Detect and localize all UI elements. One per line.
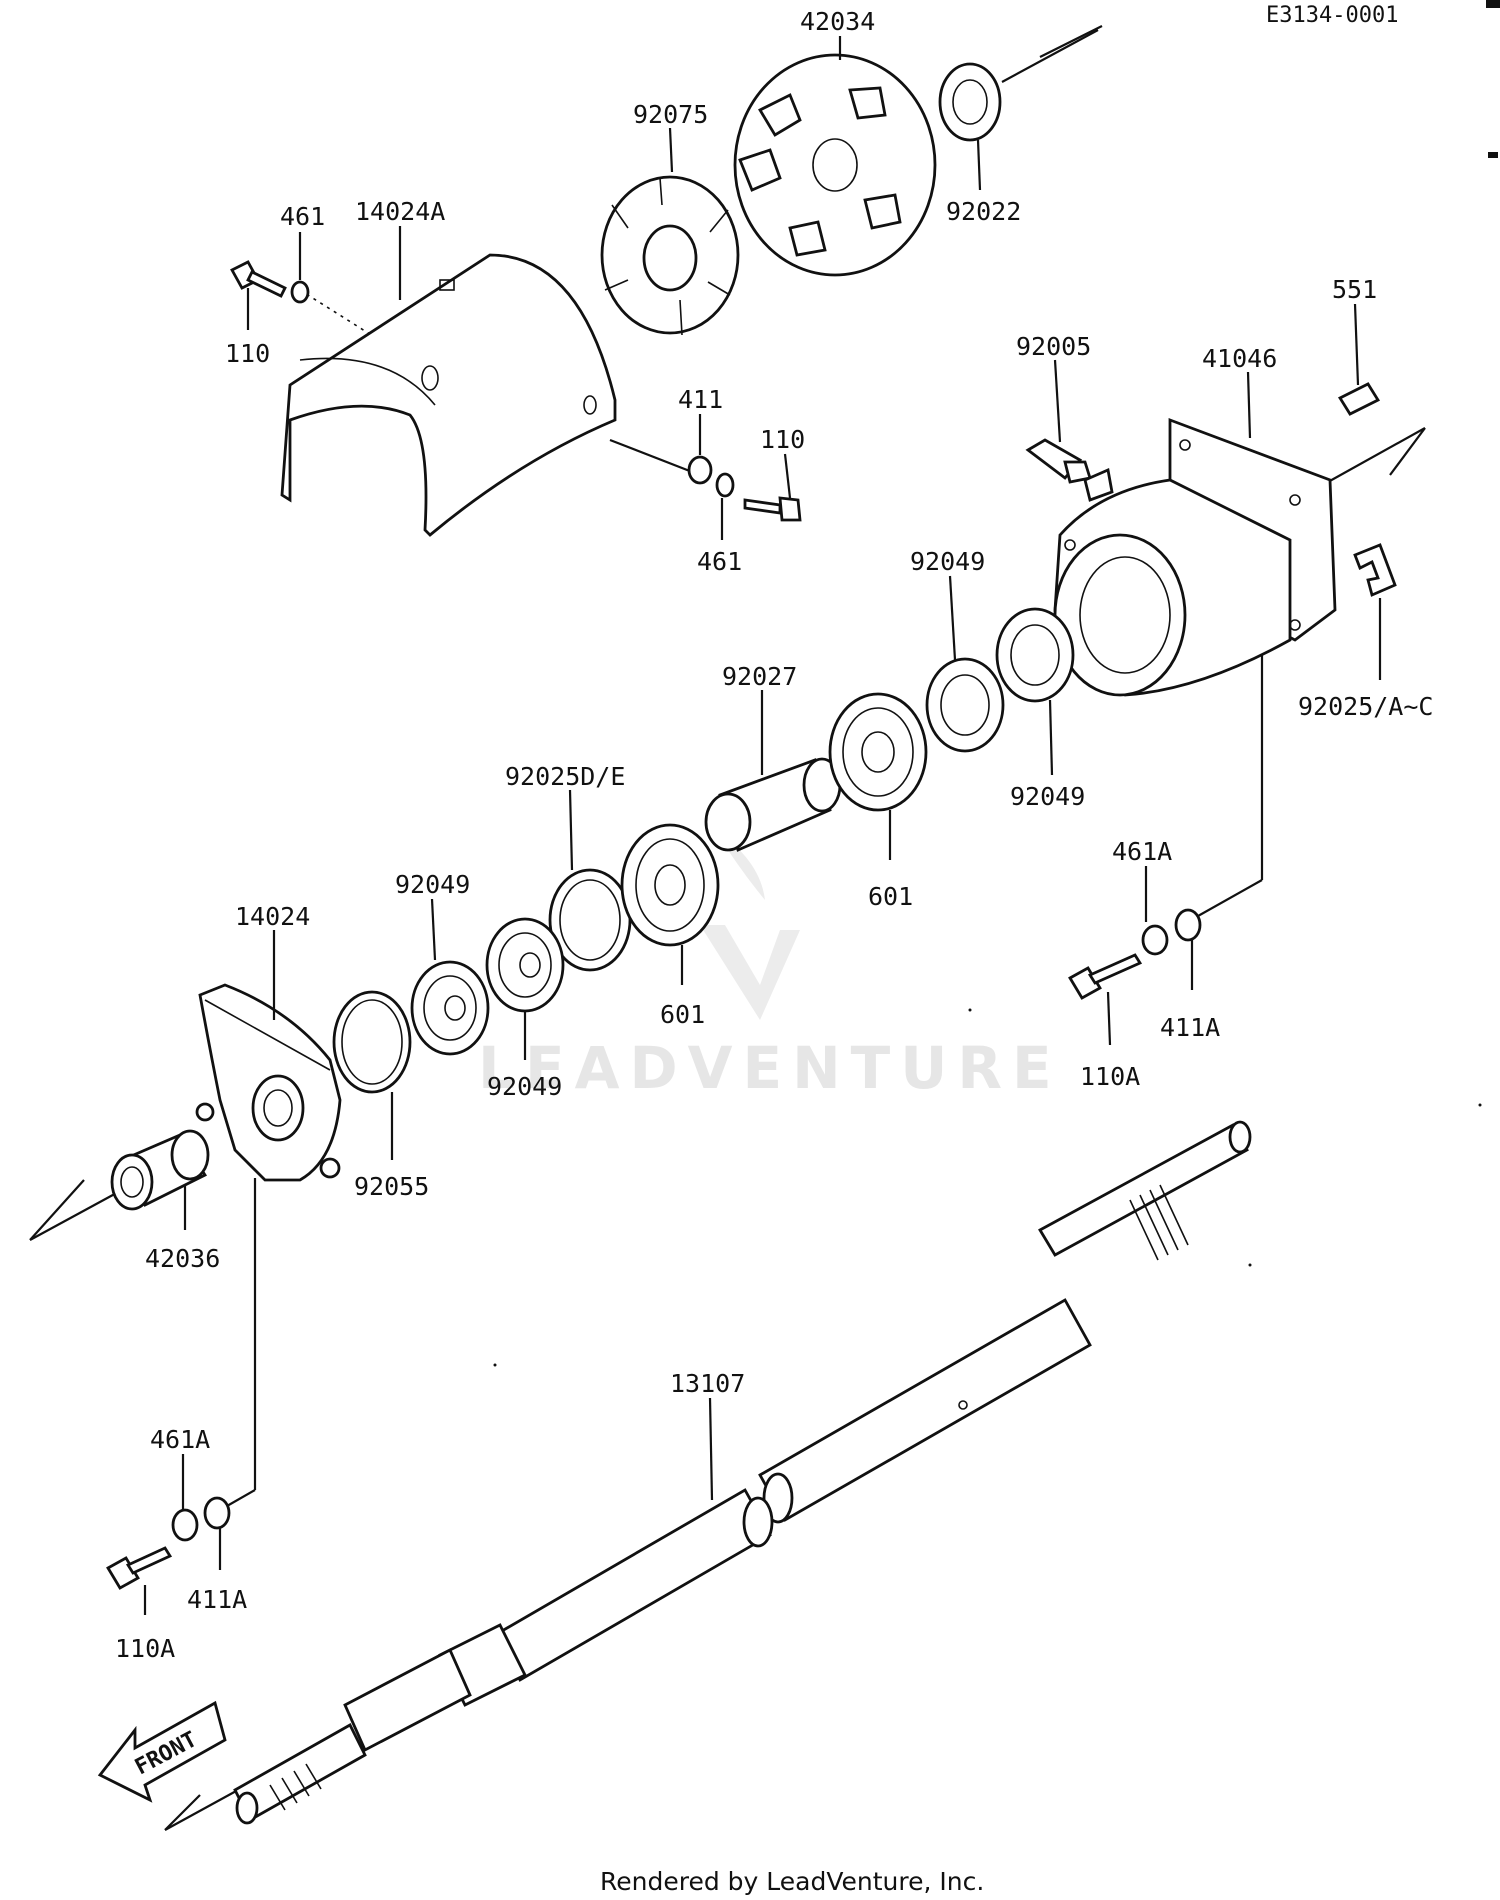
part-label-110A-left: 110A	[115, 1634, 175, 1663]
front-direction-arrow: FRONT	[97, 1700, 227, 1803]
part-label-551: 551	[1332, 275, 1377, 304]
part-411-washer	[687, 455, 713, 485]
part-601-bearing-a	[828, 692, 928, 812]
diagram-ref-code: E3134-0001	[1266, 3, 1398, 28]
part-92049-seal-c	[410, 960, 490, 1056]
part-label-92049-c: 92049	[395, 870, 470, 899]
part-42036-bushing	[110, 1129, 210, 1211]
part-411A-washer-left	[203, 1496, 231, 1530]
part-label-92027: 92027	[722, 662, 797, 691]
part-601-bearing-b	[620, 823, 720, 947]
part-92025AC-shim	[1353, 543, 1397, 597]
part-461-washer-left	[290, 280, 310, 304]
part-label-411: 411	[678, 385, 723, 414]
part-label-461-top: 461	[280, 202, 325, 231]
part-14024A-cover	[280, 253, 617, 537]
part-label-601-a: 601	[868, 882, 913, 911]
part-label-461A-left: 461A	[150, 1425, 210, 1454]
part-110A-bolt-right	[1068, 953, 1143, 1000]
part-label-92025DE: 92025D/E	[505, 762, 625, 791]
part-label-92049-d: 92049	[487, 1072, 562, 1101]
part-92055-o-ring	[332, 990, 412, 1094]
part-110-bolt-center	[743, 496, 802, 522]
part-92049-seal-b	[995, 607, 1075, 703]
part-110-bolt-left	[230, 260, 287, 298]
part-label-110A-right: 110A	[1080, 1062, 1140, 1091]
part-14024-bracket	[195, 983, 342, 1182]
part-13107-drive-shaft	[233, 1120, 1252, 1825]
edge-mark	[1488, 152, 1498, 158]
part-92005-grease-fitting	[1025, 438, 1092, 484]
part-42034-coupling	[733, 53, 937, 277]
watermark-text: LEADVENTURE	[478, 1034, 1062, 1102]
part-label-14024: 14024	[235, 902, 310, 931]
part-411A-washer-right	[1174, 908, 1202, 942]
part-92022-washer	[938, 62, 1002, 142]
part-label-14024A: 14024A	[355, 197, 445, 226]
watermark: LEADVENTURE	[478, 830, 1062, 1102]
part-92049-seal-d	[485, 917, 565, 1013]
part-label-92055: 92055	[354, 1172, 429, 1201]
part-label-461-center: 461	[697, 547, 742, 576]
part-label-411A-left: 411A	[187, 1585, 247, 1614]
part-461A-washer-right	[1141, 924, 1169, 956]
part-41046-housing	[1053, 417, 1337, 697]
part-label-42036: 42036	[145, 1244, 220, 1273]
part-92027-spacer	[704, 757, 842, 852]
part-461A-washer-left	[171, 1508, 199, 1542]
part-110A-bolt-left	[106, 1546, 173, 1590]
part-label-92022: 92022	[946, 197, 1021, 226]
part-label-92049-a: 92049	[910, 547, 985, 576]
part-label-13107: 13107	[670, 1369, 745, 1398]
part-label-42034: 42034	[800, 7, 875, 36]
part-461-washer-center	[715, 472, 735, 498]
part-label-41046: 41046	[1202, 344, 1277, 373]
part-label-92005: 92005	[1016, 332, 1091, 361]
part-label-110-center: 110	[760, 425, 805, 454]
part-label-92025AC: 92025/A~C	[1298, 692, 1433, 721]
part-label-411A-right: 411A	[1160, 1013, 1220, 1042]
part-label-110-top: 110	[225, 339, 270, 368]
part-label-92075: 92075	[633, 100, 708, 129]
part-label-601-b: 601	[660, 1000, 705, 1029]
footer-credit: Rendered by LeadVenture, Inc.	[600, 1867, 984, 1896]
part-551-pin	[1337, 382, 1381, 416]
part-label-92049-b: 92049	[1010, 782, 1085, 811]
part-92075-damper	[600, 175, 740, 336]
part-label-461A-right: 461A	[1112, 837, 1172, 866]
edge-mark	[1486, 0, 1500, 8]
part-92049-seal-a	[925, 657, 1005, 753]
